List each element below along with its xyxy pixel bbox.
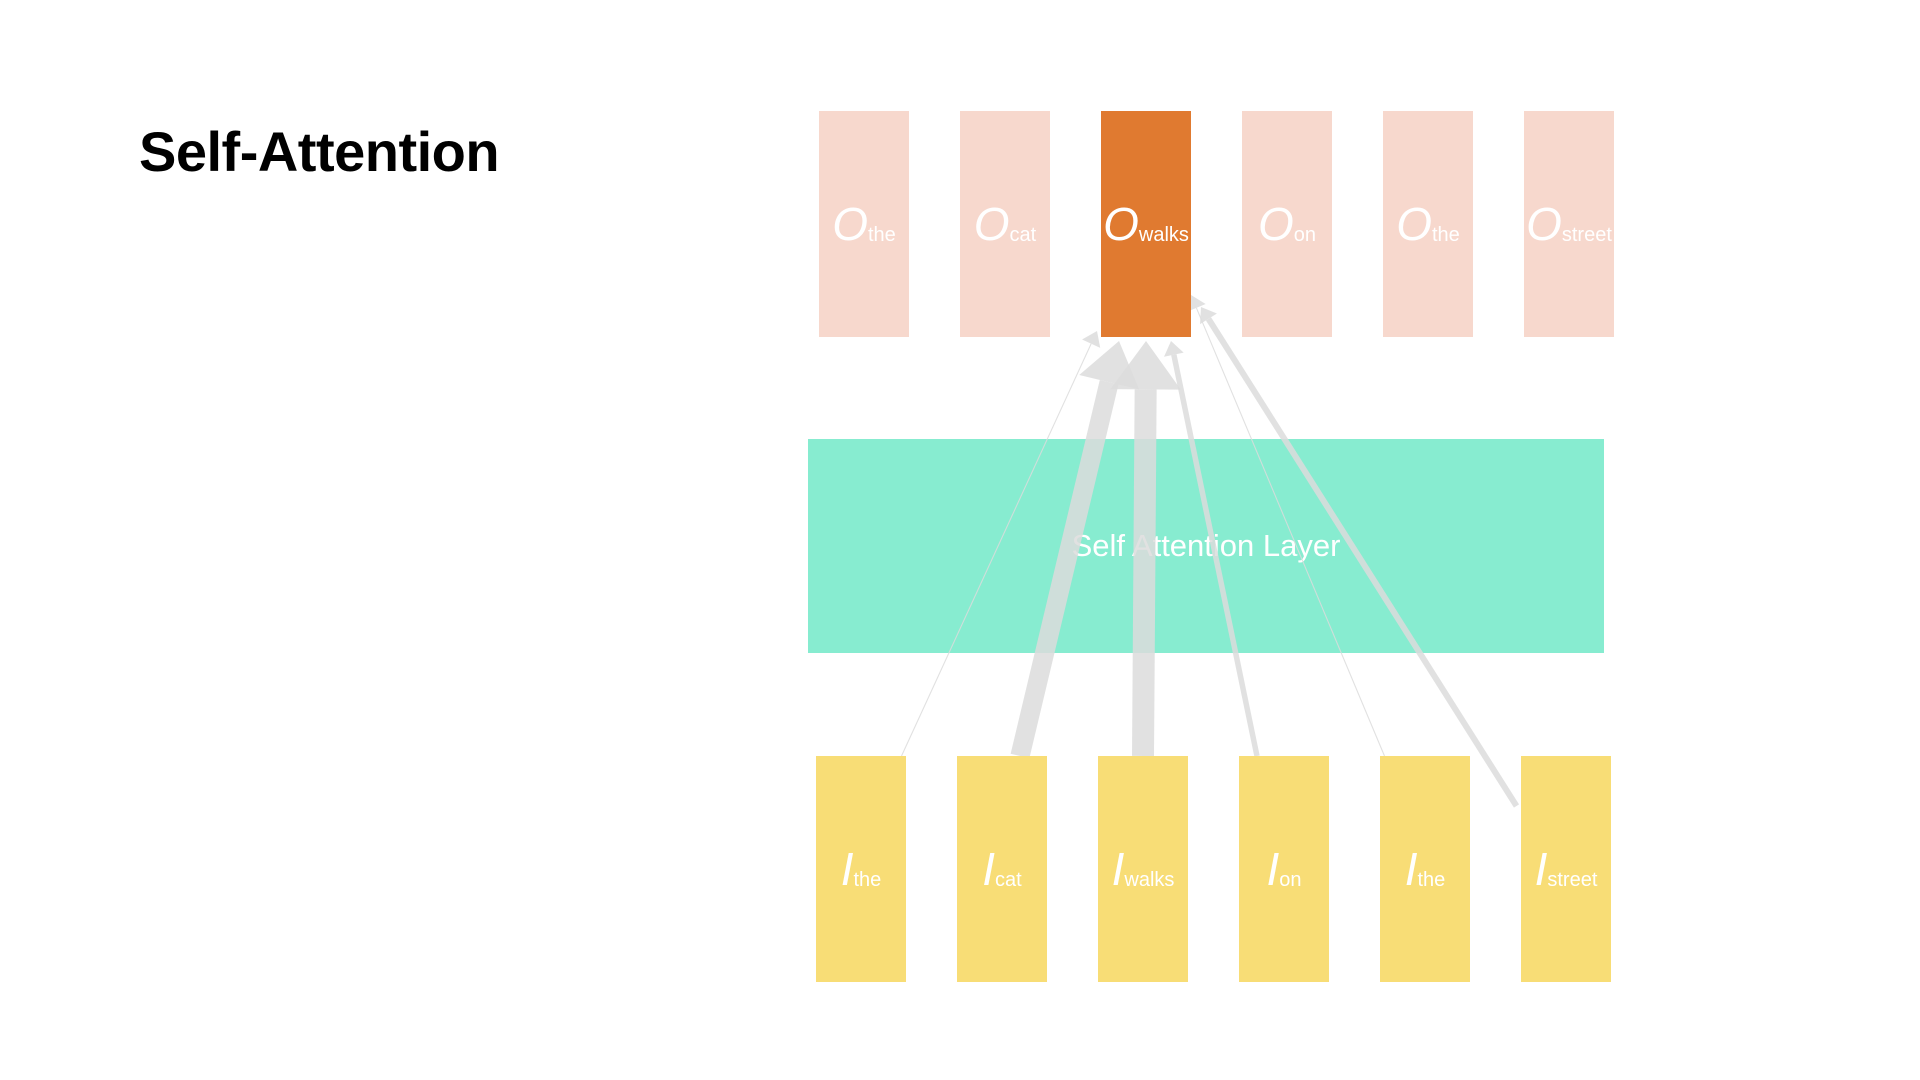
output-subscript: walks xyxy=(1138,223,1189,246)
input-symbol: I xyxy=(840,843,854,895)
attention-arrow-head-cat-1 xyxy=(1079,341,1140,390)
input-symbol: I xyxy=(1111,843,1125,895)
input-symbol: I xyxy=(1404,843,1418,895)
input-symbol: I xyxy=(982,843,996,895)
attention-arrow-head-the-0 xyxy=(1082,331,1101,348)
output-subscript: the xyxy=(867,223,896,246)
input-subscript: the xyxy=(853,868,882,891)
output-symbol: O xyxy=(973,198,1010,250)
output-symbol: O xyxy=(1396,198,1432,250)
output-symbol: O xyxy=(1257,198,1294,250)
input-subscript: street xyxy=(1547,868,1598,891)
attention-arrow-head-street-5 xyxy=(1200,307,1217,325)
output-symbol: O xyxy=(1103,198,1139,250)
attention-arrow-head-on-3 xyxy=(1164,341,1184,357)
output-symbol: O xyxy=(832,198,868,250)
output-symbol: O xyxy=(1526,198,1562,250)
output-subscript: the xyxy=(1431,223,1460,246)
input-subscript: walks xyxy=(1124,868,1175,891)
self-attention-layer: Self Attention Layer xyxy=(808,439,1604,653)
attention-arrow-head-walks-2 xyxy=(1110,341,1181,390)
input-symbol: I xyxy=(1266,843,1280,895)
slide-title: Self-Attention xyxy=(139,120,500,183)
input-subscript: cat xyxy=(995,868,1022,891)
input-subscript: on xyxy=(1279,868,1302,891)
input-symbol: I xyxy=(1534,843,1548,895)
layer-label: Self Attention Layer xyxy=(1071,528,1341,563)
input-subscript: the xyxy=(1417,868,1446,891)
output-subscript: on xyxy=(1293,223,1317,246)
output-subscript: cat xyxy=(1009,223,1037,246)
output-subscript: street xyxy=(1561,223,1612,246)
